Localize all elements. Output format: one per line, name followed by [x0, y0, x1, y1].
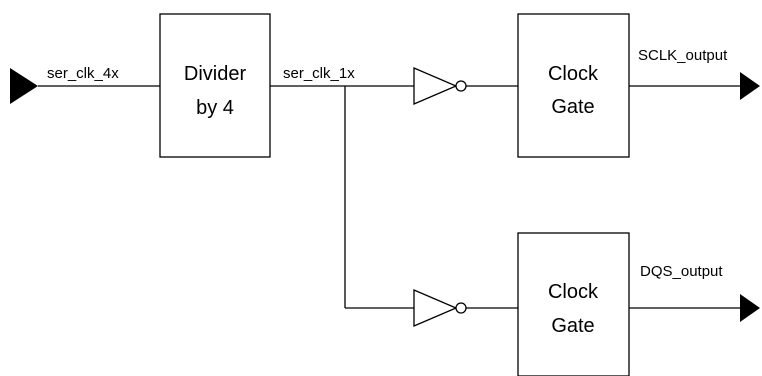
inverter-bottom-bubble — [455, 302, 467, 314]
inverter-bottom — [413, 289, 458, 327]
input-arrow — [10, 68, 38, 104]
divider-block — [159, 13, 271, 158]
input-signal-label: ser_clk_4x — [47, 65, 119, 82]
output-bottom-label: DQS_output — [640, 263, 723, 280]
output-top-label: SCLK_output — [638, 47, 728, 64]
output-bottom-arrow — [740, 294, 760, 322]
clock-gate-top — [517, 13, 630, 158]
output-top-arrow — [740, 72, 760, 100]
clock-gate-bottom-line1: Clock — [548, 281, 599, 303]
clock-gate-top-line2: Gate — [551, 96, 594, 118]
divider-label-line1: Divider — [184, 63, 247, 85]
inverter-top — [413, 67, 458, 105]
divided-signal-label: ser_clk_1x — [283, 65, 355, 82]
clock-gate-bottom-line2: Gate — [551, 315, 594, 337]
inverter-top-bubble — [455, 80, 467, 92]
divider-label-line2: by 4 — [196, 97, 234, 119]
clock-gate-bottom — [517, 232, 630, 376]
clock-gate-top-line1: Clock — [548, 63, 599, 85]
